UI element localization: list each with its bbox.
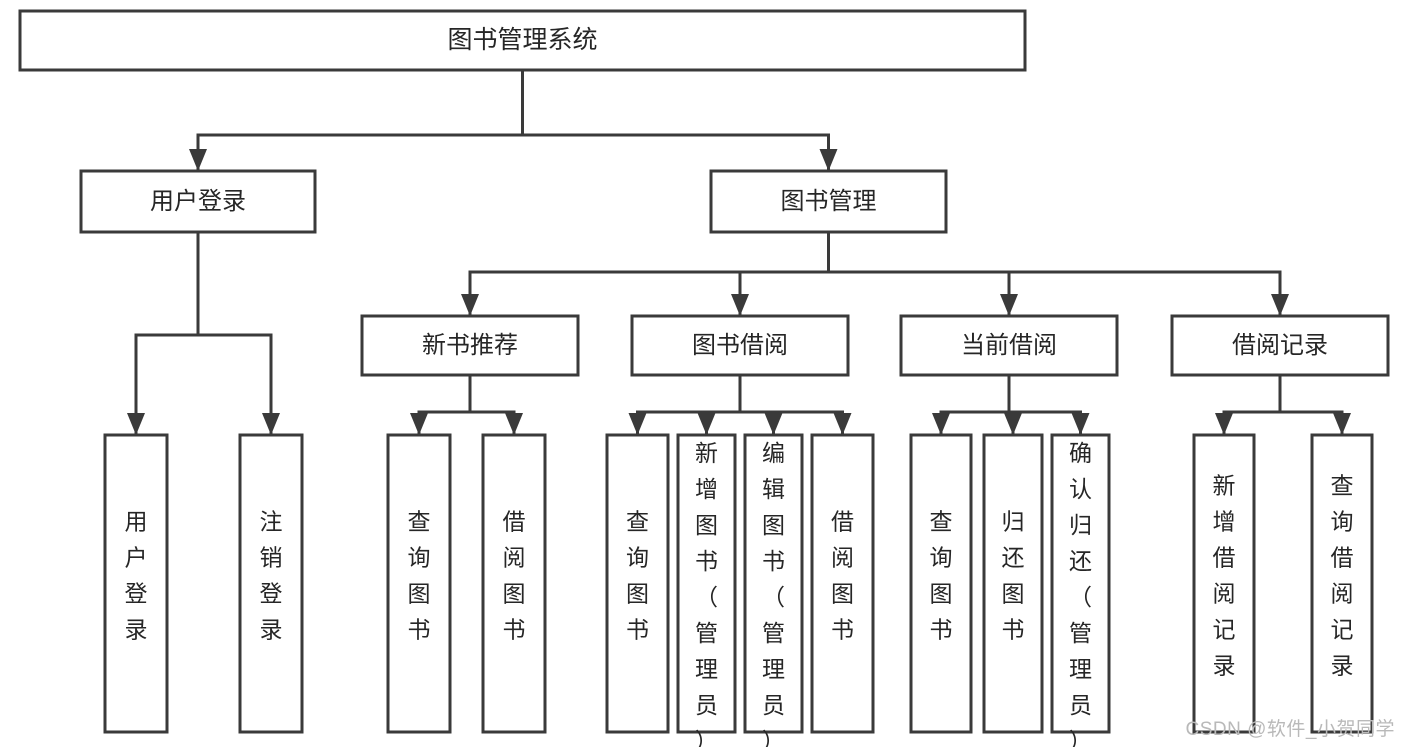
leaf-label: 编辑图书（管理员） xyxy=(762,440,785,747)
arrow-head-icon xyxy=(628,413,647,435)
leaf-label: 新增借阅记录 xyxy=(1213,473,1236,679)
level2-box xyxy=(709,169,948,234)
leaf-node[interactable]: 编辑图书（管理员） xyxy=(743,433,804,747)
arrow-head-icon xyxy=(1071,413,1090,435)
node-layer: 图书管理系统用户登录图书管理新书推荐图书借阅当前借阅借阅记录用户登录注销登录查询… xyxy=(18,9,1390,747)
leaf-box xyxy=(386,433,452,734)
leaf-node[interactable]: 查询图书 xyxy=(386,433,452,734)
leaf-box xyxy=(982,433,1044,734)
leaf-node[interactable]: 查询借阅记录 xyxy=(1310,433,1374,734)
level2-node[interactable]: 图书管理 xyxy=(709,169,948,234)
arrow-head-icon xyxy=(932,413,950,435)
leaf-label: 借阅图书 xyxy=(831,509,854,643)
leaf-label: 归还图书 xyxy=(1002,509,1025,643)
arrow-head-icon xyxy=(1000,294,1018,316)
leaf-label: 借阅图书 xyxy=(503,509,526,643)
root-box xyxy=(18,9,1027,72)
arrow-head-icon xyxy=(833,413,852,435)
arrow-head-icon xyxy=(697,413,716,435)
leaf-label: 查询借阅记录 xyxy=(1331,473,1354,679)
arrow-head-icon xyxy=(127,413,145,435)
arrow-head-icon xyxy=(1333,413,1351,435)
connector-layer xyxy=(127,68,1351,436)
leaf-label: 注销登录 xyxy=(260,509,283,643)
leaf-label: 用户登录 xyxy=(125,509,148,643)
leaf-node[interactable]: 查询图书 xyxy=(909,433,973,734)
leaf-box xyxy=(1050,433,1111,734)
root-node[interactable]: 图书管理系统 xyxy=(18,9,1027,72)
level2-box xyxy=(79,169,317,234)
csdn-watermark: CSDN @软件_小贺同学 xyxy=(1185,719,1395,740)
arrow-head-icon xyxy=(1215,413,1233,435)
level3-node[interactable]: 当前借阅 xyxy=(899,314,1119,377)
leaf-box xyxy=(1310,433,1374,734)
leaf-box xyxy=(605,433,670,734)
root-label: 图书管理系统 xyxy=(447,26,597,54)
leaf-node[interactable]: 查询图书 xyxy=(605,433,670,734)
arrow-head-icon xyxy=(819,149,838,171)
level3-label: 新书推荐 xyxy=(422,332,518,359)
arrow-head-icon xyxy=(262,413,280,435)
arrow-head-icon xyxy=(189,149,207,171)
leaf-node[interactable]: 确认归还（管理员） xyxy=(1050,433,1111,747)
leaf-box xyxy=(103,433,169,734)
leaf-node[interactable]: 借阅图书 xyxy=(481,433,547,734)
arrow-head-icon xyxy=(1271,294,1289,316)
leaf-label: 新增图书（管理员） xyxy=(695,440,718,747)
level3-box xyxy=(630,314,850,377)
leaf-node[interactable]: 注销登录 xyxy=(238,433,304,734)
leaf-label: 确认归还（管理员） xyxy=(1069,440,1092,747)
leaf-label: 查询图书 xyxy=(408,509,431,643)
leaf-box xyxy=(810,433,875,734)
arrow-head-icon xyxy=(731,294,749,316)
level3-node[interactable]: 借阅记录 xyxy=(1170,314,1390,377)
arrow-head-icon xyxy=(461,294,479,316)
leaf-node[interactable]: 新增图书（管理员） xyxy=(676,433,737,747)
arrow-head-icon xyxy=(764,413,783,435)
level3-label: 借阅记录 xyxy=(1232,332,1328,359)
leaf-node[interactable]: 借阅图书 xyxy=(810,433,875,734)
leaf-box xyxy=(481,433,547,734)
level3-box xyxy=(360,314,580,377)
leaf-node[interactable]: 新增借阅记录 xyxy=(1192,433,1256,734)
leaf-box xyxy=(1192,433,1256,734)
level2-label: 用户登录 xyxy=(150,188,246,215)
leaf-node[interactable]: 归还图书 xyxy=(982,433,1044,734)
level3-box xyxy=(1170,314,1390,377)
level3-node[interactable]: 图书借阅 xyxy=(630,314,850,377)
level2-label: 图书管理 xyxy=(781,188,877,215)
leaf-label: 查询图书 xyxy=(626,509,649,643)
level2-node[interactable]: 用户登录 xyxy=(79,169,317,234)
arrow-head-icon xyxy=(505,413,523,435)
leaf-box xyxy=(676,433,737,734)
leaf-node[interactable]: 用户登录 xyxy=(103,433,169,734)
arrow-head-icon xyxy=(1004,413,1022,435)
arrow-head-icon xyxy=(410,413,428,435)
leaf-box xyxy=(743,433,804,734)
leaf-box xyxy=(909,433,973,734)
level3-label: 图书借阅 xyxy=(692,332,788,359)
leaf-label: 查询图书 xyxy=(930,509,953,643)
leaf-box xyxy=(238,433,304,734)
level3-node[interactable]: 新书推荐 xyxy=(360,314,580,377)
level3-box xyxy=(899,314,1119,377)
level3-label: 当前借阅 xyxy=(961,332,1057,359)
